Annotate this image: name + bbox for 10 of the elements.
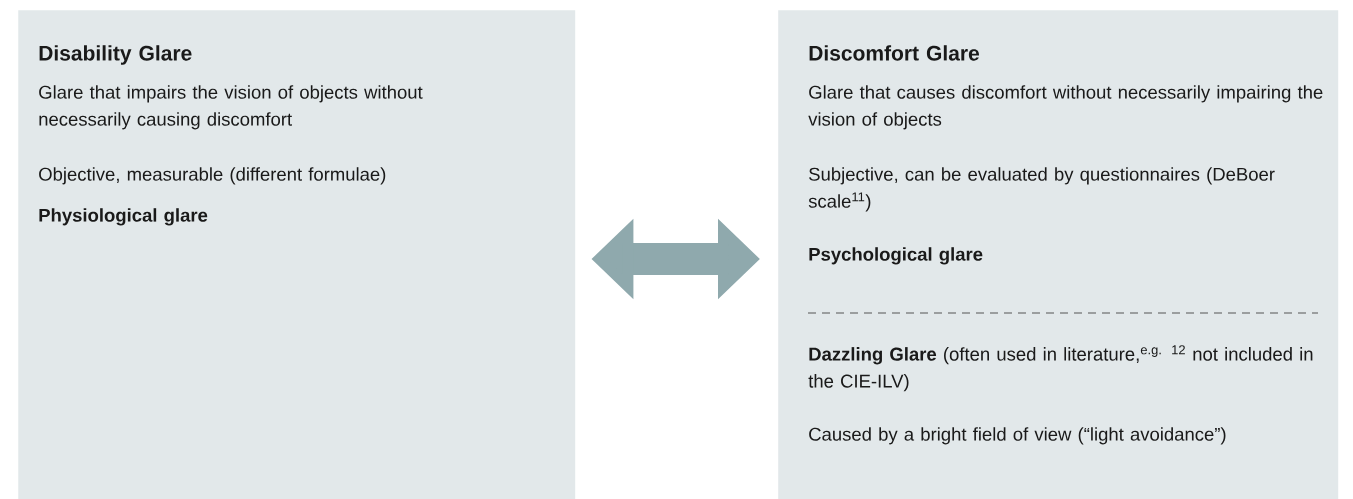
panel-heading: Disability Glare (39, 45, 192, 65)
panel-heading: Discomfort Glare (809, 45, 979, 61)
bold-label: Psychological glare (809, 247, 983, 265)
description-text: Glare that impairs the vision of objects without necessarily causing discomfort (39, 85, 423, 130)
bold-label: Physiological glare (39, 208, 208, 226)
description-text: Caused by a bright field of view (“light avoidance”) (809, 427, 1226, 445)
description-text: Glare that causes discomfort without necessarily impairing the vision of objects (808, 85, 1323, 130)
description-text: Dazzling Glare (often used in literature,$^{e.g. 12}$ not included in the CIE-ILV) (808, 345, 1313, 392)
description-text: Objective, measurable (different formulae) (39, 167, 386, 185)
description-text: Subjective, can be evaluated by questionnaires (DeBoer scale$^{11}$) (808, 167, 1275, 212)
